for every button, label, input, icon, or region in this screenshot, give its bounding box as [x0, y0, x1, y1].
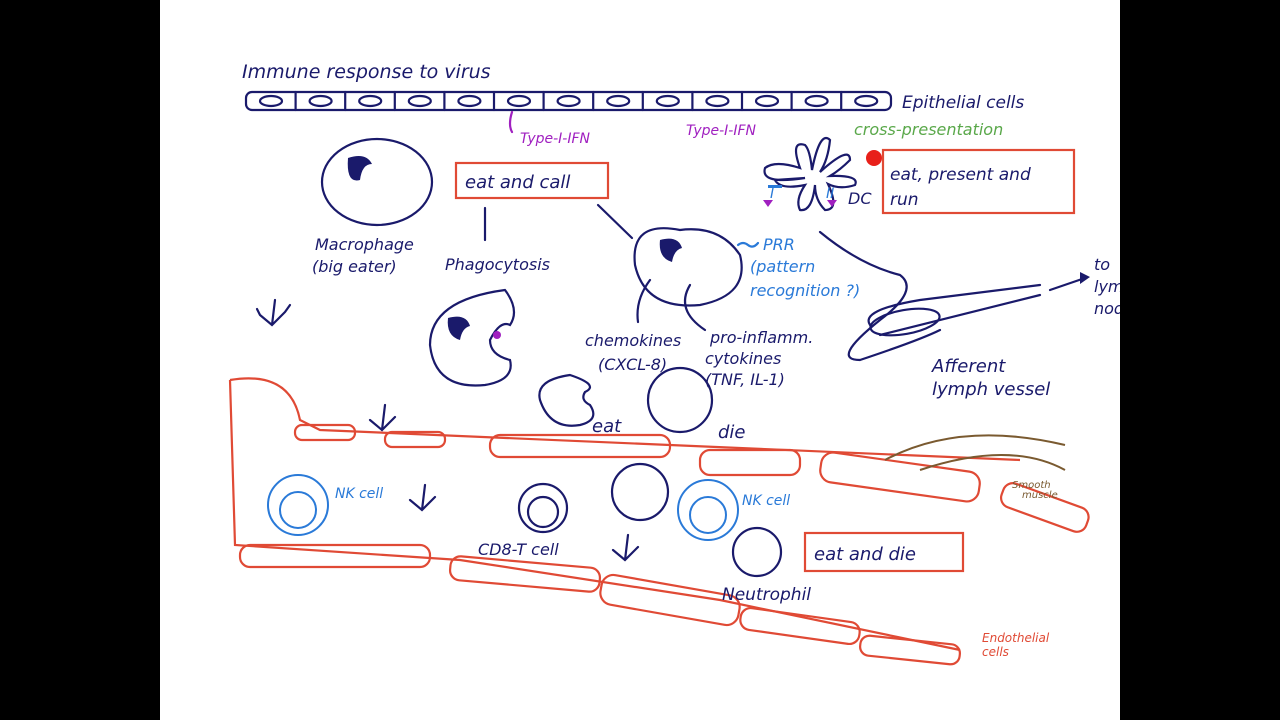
epithelial-layer	[244, 90, 893, 112]
eat-label: eat	[592, 416, 622, 437]
prr-label-1: PRR	[763, 235, 795, 254]
virus-particle	[493, 331, 501, 339]
epithelial-nucleus	[804, 94, 829, 108]
pointer-dot	[866, 150, 882, 166]
die-label: die	[718, 422, 746, 443]
afferent-label-2: lymph vessel	[932, 379, 1050, 400]
arrow-to-lymph-node	[1048, 276, 1087, 292]
epithelial-nucleus	[358, 94, 383, 108]
immune-diagram: Immune response to virus Epithelial cell…	[228, 61, 1120, 666]
eat-present-run-text-1: eat, present and	[890, 165, 1031, 185]
eat-and-die-box	[803, 531, 965, 573]
afferent-label-1: Afferent	[931, 356, 1006, 377]
chemokines-label-2: (CXCL-8)	[598, 355, 667, 374]
cytokines-label-3: (TNF, IL-1)	[705, 370, 785, 389]
eat-present-run-box	[881, 148, 1076, 215]
cytokines-label-1: pro-inflamm.	[709, 328, 813, 347]
neutrophil	[731, 526, 783, 578]
eat-present-run-text-2: run	[890, 190, 919, 210]
nk-cell-label-right: NK cell	[742, 493, 790, 509]
endothelium	[228, 377, 1090, 666]
epithelial-nucleus	[407, 94, 432, 108]
cd8-t-cell	[517, 482, 569, 534]
prr-label-2: (pattern	[750, 257, 815, 276]
phagocytosis-label: Phagocytosis	[445, 255, 550, 274]
epithelial-label: Epithelial cells	[902, 93, 1024, 113]
smooth-muscle-label-1: Smooth	[1012, 480, 1051, 491]
cross-presentation-label: cross-presentation	[854, 120, 1003, 139]
chemokines-label-1: chemokines	[585, 331, 681, 350]
macrophage-label-1: Macrophage	[315, 235, 414, 254]
dc-migration-path	[818, 230, 942, 362]
epithelial-nucleus	[308, 94, 333, 108]
epithelial-nucleus	[606, 94, 631, 108]
arrow-to-sentinel	[596, 203, 634, 240]
prr-label-3: recognition ?)	[750, 281, 860, 300]
epithelial-nucleus	[754, 94, 780, 108]
to-lymph-node-1: to	[1094, 255, 1110, 274]
endothelial-label-2: cells	[982, 645, 1009, 659]
macrophage-nucleus	[347, 156, 372, 181]
macrophage-label-2: (big eater)	[312, 257, 397, 276]
antibody-icons	[255, 298, 640, 562]
eat-and-die-text: eat and die	[814, 544, 916, 565]
epithelial-nucleus	[506, 94, 532, 108]
ifn-label-right: Type-I-IFN	[686, 123, 757, 139]
ifn-label-left: Type-I-IFN	[520, 131, 591, 147]
eating-neutrophil	[538, 373, 595, 427]
smooth-muscle-label-2: muscle	[1022, 490, 1058, 501]
epithelial-nucleus	[457, 94, 482, 108]
smooth-muscle	[884, 434, 1066, 471]
nk-cell-left	[267, 474, 329, 536]
neutrophil-vessel	[610, 462, 670, 522]
nk-cell-label-left: NK cell	[335, 486, 383, 502]
mhc-ii-label: II	[826, 186, 834, 202]
ifn-arrow-left	[508, 110, 514, 134]
epithelial-nucleus	[258, 94, 284, 108]
epithelial-nucleus	[556, 94, 581, 108]
phagocytosing-cell	[428, 288, 516, 387]
macrophage-cell	[320, 137, 434, 227]
epithelial-nucleus	[655, 94, 680, 108]
cd8-label: CD8-T cell	[478, 540, 559, 559]
neutrophil-label: Neutrophil	[722, 585, 811, 605]
endothelial-label-1: Endothelial	[982, 631, 1050, 645]
dc-label: DC	[848, 189, 872, 208]
to-lymph-node-3: node	[1094, 299, 1120, 318]
to-lymph-node-2: lymph	[1094, 277, 1120, 296]
whiteboard: Immune response to virus Epithelial cell…	[160, 0, 1120, 720]
dying-cell	[646, 366, 714, 434]
sentinel-macrophage	[633, 227, 743, 307]
dendritic-cell	[763, 137, 857, 212]
epithelial-nucleus	[854, 94, 879, 108]
epithelial-nucleus	[705, 94, 730, 108]
afferent-lymph-vessel	[867, 283, 1042, 337]
diagram-title: Immune response to virus	[242, 61, 491, 83]
eat-and-call-box	[454, 161, 610, 200]
cytokines-label-2: cytokines	[705, 349, 781, 368]
nk-cell-right	[677, 479, 739, 541]
mhc-i-label: I	[770, 186, 774, 202]
eat-and-call-text: eat and call	[465, 172, 570, 193]
